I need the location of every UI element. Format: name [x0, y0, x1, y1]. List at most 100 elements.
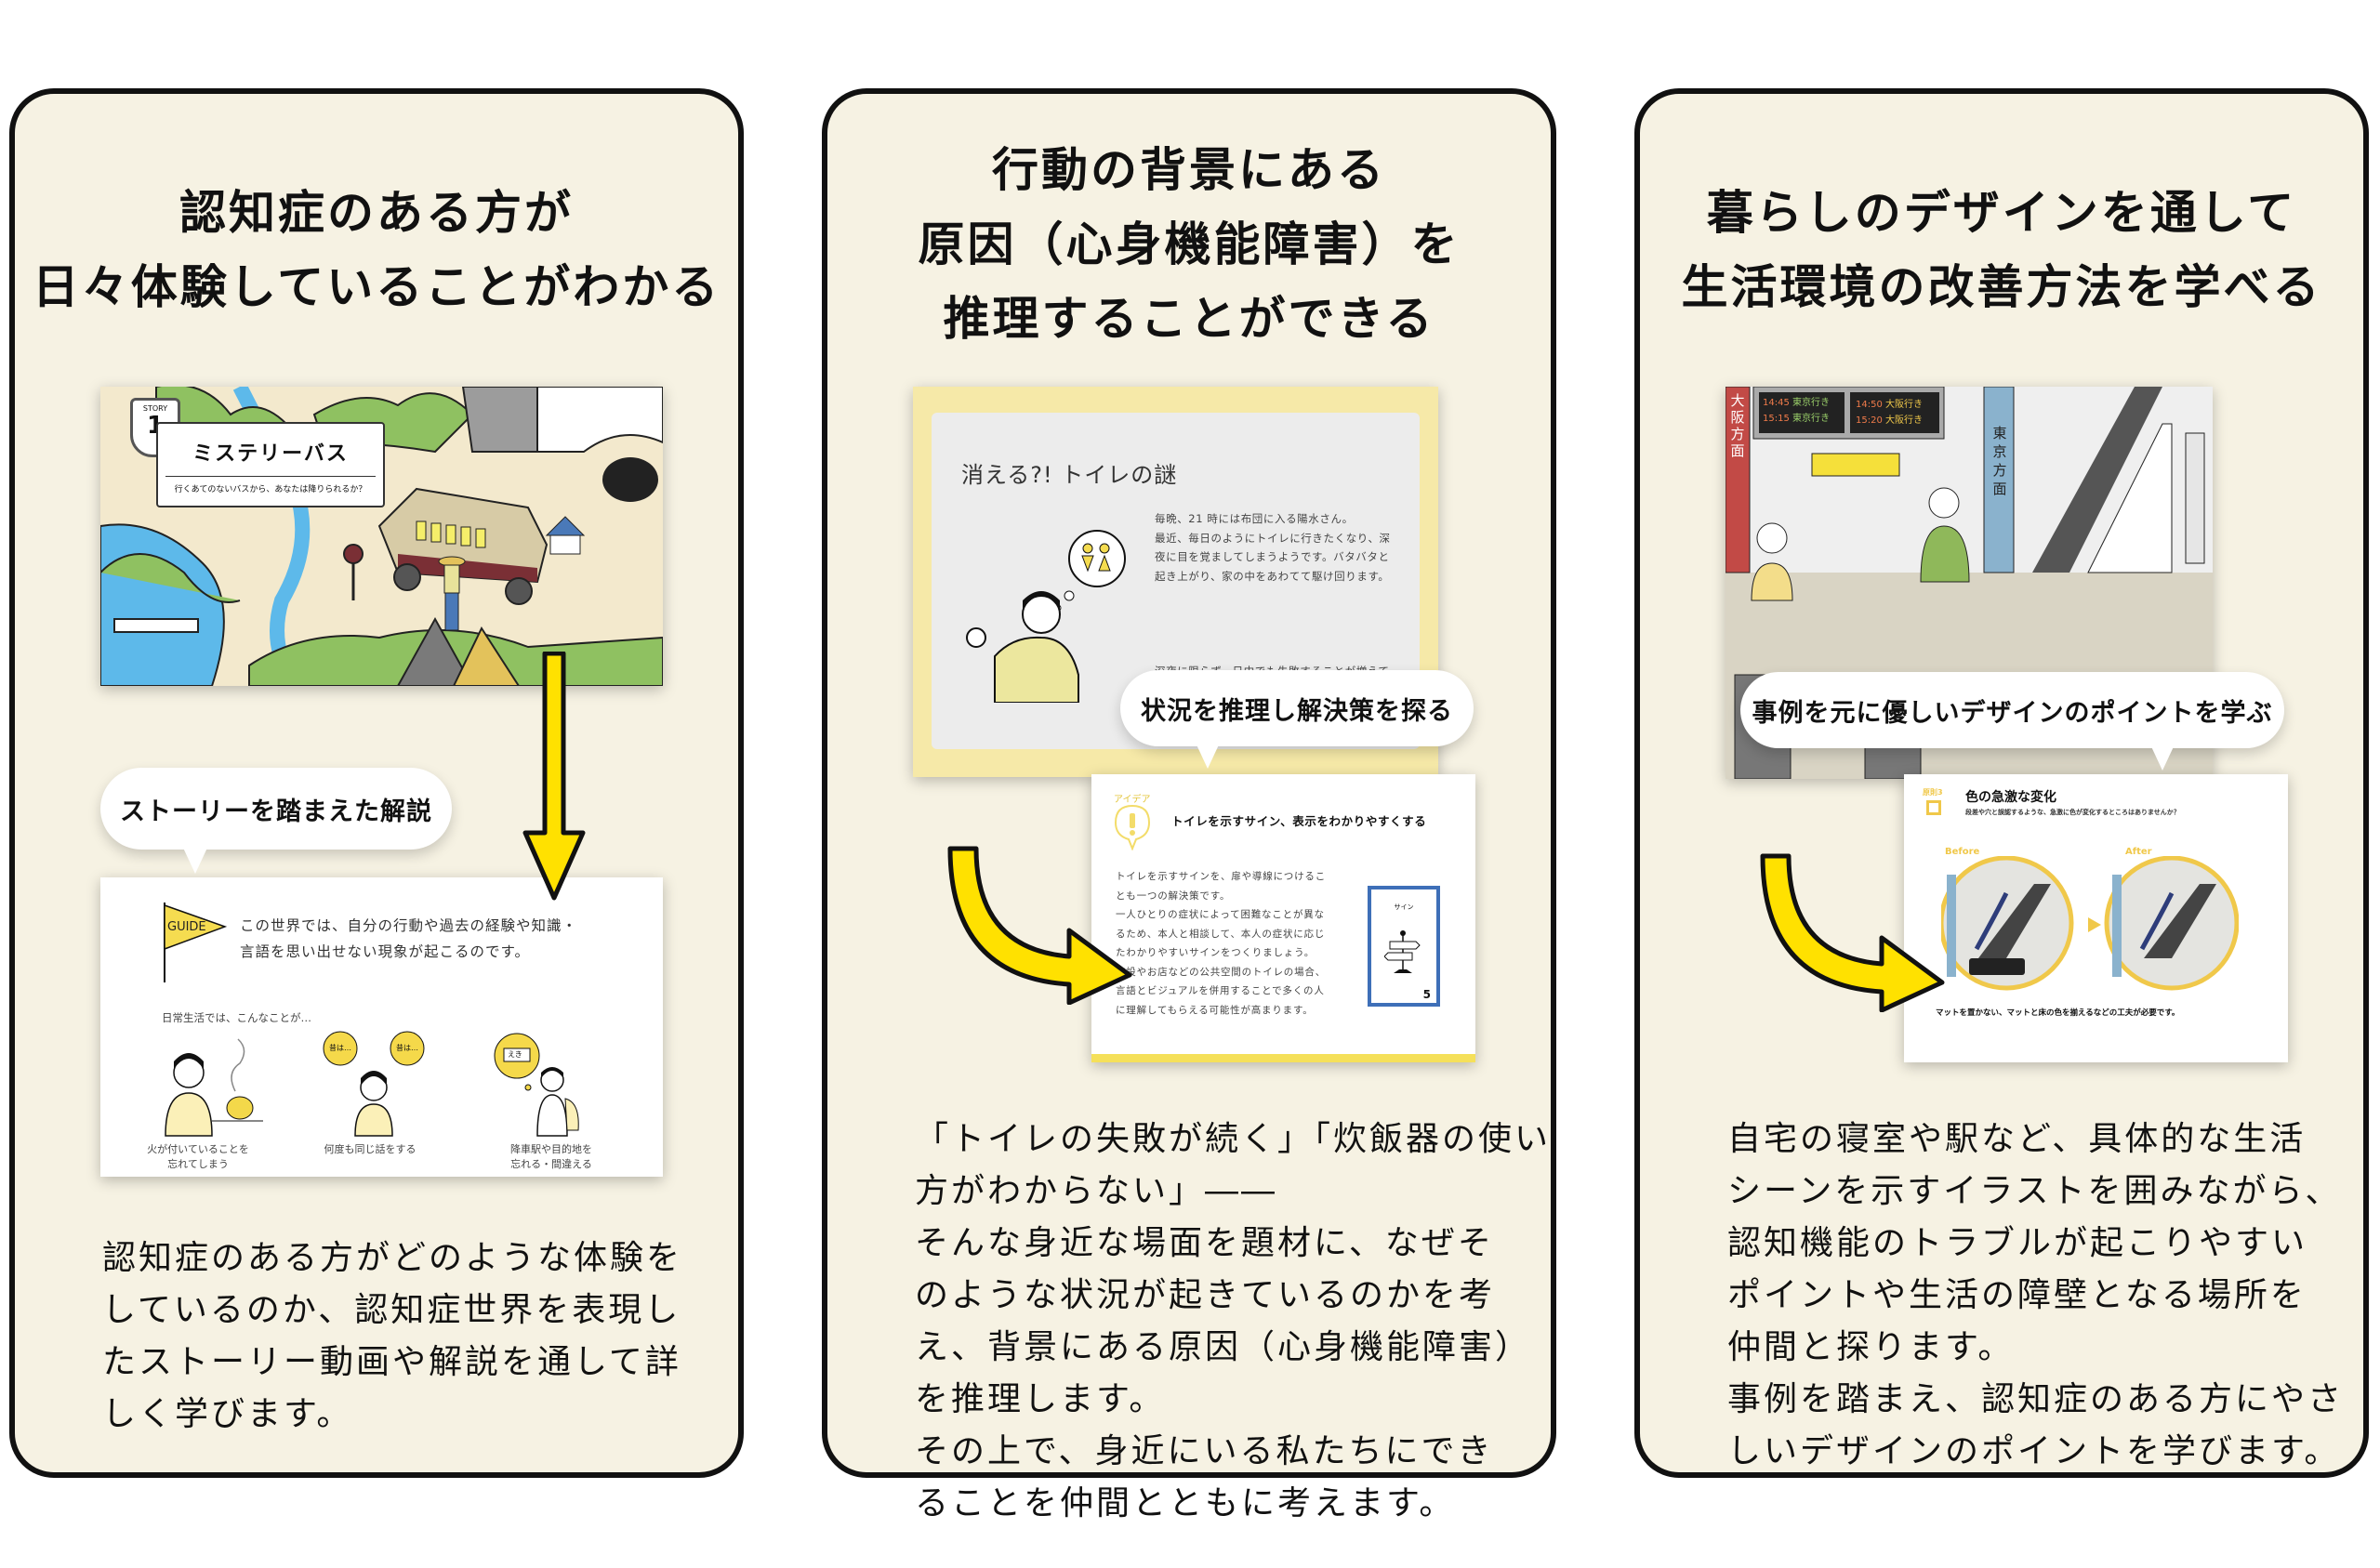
example-caption: 何度も同じ話をする [324, 1143, 416, 1155]
transition-arrow-icon [2088, 917, 2101, 932]
story-line: 最近、毎日のようにトイレに行きたくなり、深 [1155, 531, 1391, 545]
story-subtitle: 行くあてのないバスから、あなたは降りられるか？ [174, 485, 367, 494]
description-line: しいデザインのポイントを学びます。 [1727, 1432, 2341, 1470]
principle-subheading: 段差や穴と誤認するような、急激に色が変化するところはありませんか？ [1965, 809, 2180, 816]
description-line: しているのか、認知症世界を表現し [102, 1291, 681, 1329]
confused-man-illustration [966, 530, 1126, 703]
guide-screenshot: GUIDE この世界では、自分の行動や過去の経験や知識・ 言語を思い出せない現象… [100, 877, 663, 1177]
departure-board-right: 14:50 大阪行き 15:20 大阪行き [1856, 397, 1923, 428]
curved-arrow-icon [1760, 853, 1945, 1012]
bubble-label: 事例を元に優しいデザインのポイントを学ぶ [1752, 698, 2273, 728]
signpost-icon [1384, 930, 1421, 973]
bus-stop-sign [343, 544, 364, 600]
repeat-story-illustration [323, 1031, 425, 1137]
example-caption: 火が付いていることを 忘れてしまう [138, 1141, 258, 1171]
speech-word: 昔は… [329, 1044, 351, 1052]
station-sign-word: えき [508, 1050, 522, 1059]
idea-line: トイレを示すサインを、扉や導線につけるこ [1116, 871, 1326, 882]
story-heading: 消える?! トイレの謎 [961, 462, 1178, 488]
bubble-tail [2149, 743, 2175, 771]
panel-description: 自宅の寝室や駅など、具体的な生活 シーンを示すイラストを囲みながら、 認知機能の… [1727, 1113, 2345, 1478]
description-line: 仲間と探ります。 [1727, 1328, 2015, 1366]
before-circle [1941, 856, 2074, 991]
description-line: ることを仲間とともに考えます。 [915, 1484, 1456, 1522]
description-line: シーンを示すイラストを囲みながら、 [1727, 1172, 2342, 1210]
departure-destination: 東京行き [1792, 414, 1831, 424]
story-map-screenshot: STORY 1 ミステリーバス 行くあてのないバスから、あなたは降りられるか？ [100, 387, 663, 686]
title-line: 日々体験していることがわかる [32, 260, 721, 314]
description-line: 事例を踏まえ、認知症のある方にやさ [1727, 1380, 2345, 1418]
idea-screenshot: アイデア トイレを示すサイン、表示をわかりやすくする トイレを示すサインを、扉や… [1091, 774, 1475, 1062]
story-line: 起き上がり、家の中をあわてて駆け回ります。 [1155, 569, 1390, 583]
story-line: 毎晩、21 時には布団に入る陽水さん。 [1155, 512, 1354, 525]
example-caption: 降車駅や目的地を 忘れる・間違える [491, 1141, 612, 1171]
description-line: を推理します。 [915, 1380, 1166, 1418]
sign-card-title: サイン [1394, 903, 1414, 911]
bubble-label: ストーリーを踏まえた解説 [120, 797, 432, 826]
yellow-footer-bar [1091, 1054, 1475, 1062]
principle-square-icon [1926, 800, 1941, 815]
feature-panel-experience: 認知症のある方が 日々体験していることがわかる [9, 88, 744, 1478]
examples-intro: 日常生活では、こんなことが… [162, 1011, 311, 1024]
caption-line: 忘れる・間違える [510, 1158, 592, 1170]
example-item: 火が付いていることを 忘れてしまう [138, 1035, 324, 1175]
description-line: そんな身近な場面を題材に、なぜそ [915, 1224, 1494, 1262]
description-line: 認知機能のトラブルが起こりやすい [1727, 1224, 2308, 1262]
departure-board-left: 14:45 東京行き 15:15 東京行き [1763, 395, 1830, 427]
example-item: 昔は… 昔は… 何度も同じ話をする [314, 1028, 454, 1167]
feature-panel-reasoning: 行動の背景にある 原因（心身機能障害）を 推理することができる 消える?! トイ… [822, 88, 1556, 1522]
departure-destination: 大阪行き [1885, 415, 1924, 426]
guide-text: この世界では、自分の行動や過去の経験や知識・ 言語を思い出せない現象が起こるので… [240, 913, 577, 965]
guide-flag-label: GUIDE [167, 920, 206, 934]
guide-flag-icon [164, 903, 227, 982]
down-arrow-icon [522, 652, 586, 901]
idea-line: とも一つの解決策です。 [1116, 889, 1231, 902]
panel-title: 暮らしのデザインを通して 生活環境の改善方法を学べる [1640, 176, 2363, 324]
description-line: しく学びます。 [102, 1395, 353, 1433]
story-text: 毎晩、21 時には布団に入る陽水さん。 最近、毎日のようにトイレに行きたくなり、… [1155, 509, 1391, 681]
bubble-tail [1195, 741, 1221, 769]
idea-line: たわかりやすいサインをつくりましょう。 [1116, 947, 1316, 958]
description-line: 方がわからない」―― [915, 1172, 1278, 1210]
departure-time: 14:45 [1763, 398, 1790, 408]
idea-line: るため、本人と相談して、本人の症状に応じ [1116, 928, 1326, 940]
speech-bubble: ストーリーを踏まえた解説 [100, 768, 452, 874]
description-line: え、背景にある原因（心身機能障害） [915, 1328, 1532, 1366]
wrong-station-illustration [494, 1033, 579, 1137]
traveler-illustration [438, 556, 466, 631]
principle-heading: 色の急激な変化 [1965, 790, 2056, 805]
bubble-tail [182, 846, 208, 874]
idea-heading: トイレを示すサイン、表示をわかりやすくする [1171, 814, 1427, 828]
principle-screenshot: 原則3 色の急激な変化 段差や穴と誤認するような、急激に色が変化するところはあり… [1904, 774, 2288, 1062]
description-line: 「トイレの失敗が続く」「炊飯器の使い [915, 1120, 1552, 1158]
panel-description: 認知症のある方がどのような体験を しているのか、認知症世界を表現し たストーリー… [102, 1232, 682, 1441]
guide-line: この世界では、自分の行動や過去の経験や知識・ [240, 917, 578, 934]
idea-line: 言語とビジュアルを併用することで多くの人 [1116, 985, 1325, 996]
title-line: 推理することができる [943, 292, 1435, 346]
speech-bubble: 状況を推理し解決策を探る [1120, 670, 1474, 769]
principle-caption: マットを置かない、マットと床の色を揃えるなどの工夫が必要です。 [1936, 1008, 2180, 1018]
title-line: 認知症のある方が [179, 186, 574, 240]
description-line: たストーリー動画や解説を通して詳 [102, 1343, 681, 1381]
osaka-direction-sign: 大阪方面 [1730, 392, 1745, 459]
feature-panel-design: 暮らしのデザインを通して 生活環境の改善方法を学べる 大阪方面 東京方面 1 [1634, 88, 2369, 1478]
departure-time: 14:50 [1856, 400, 1883, 410]
bus-illustration [377, 487, 549, 605]
guide-line: 言語を思い出せない現象が起こるのです。 [240, 943, 530, 960]
title-line: 行動の背景にある [992, 143, 1386, 197]
example-item: えき 降車駅や目的地を 忘れる・間違える [491, 1028, 630, 1170]
curved-arrow-icon [947, 846, 1132, 1005]
idea-text: トイレを示すサインを、扉や導線につけるこ とも一つの解決策です。 一人ひとりの症… [1116, 867, 1326, 1020]
departure-time: 15:20 [1856, 415, 1883, 426]
after-circle [2104, 856, 2239, 991]
idea-line: 施設やお店などの公共空間のトイレの場合、 [1116, 966, 1326, 978]
title-line: 生活環境の改善方法を学べる [1681, 260, 2322, 314]
story-badge-label: STORY [142, 404, 168, 413]
sign-card: サイン 5 [1368, 886, 1440, 1007]
title-line: 暮らしのデザインを通して [1706, 186, 2297, 240]
description-line: その上で、身近にいる私たちにでき [915, 1432, 1494, 1470]
description-line: ポイントや生活の障壁となる場所を [1727, 1276, 2307, 1314]
before-after-illustration [1941, 856, 2239, 991]
before-label: Before [1945, 847, 1980, 857]
speech-word: 昔は… [396, 1044, 418, 1052]
